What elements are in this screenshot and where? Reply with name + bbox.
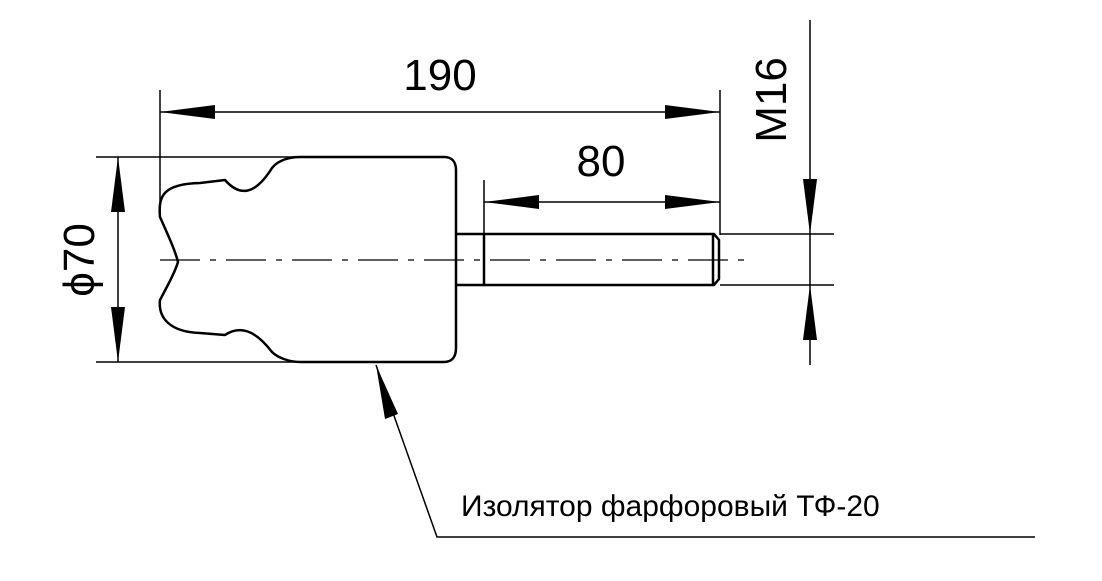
arrow-190-right — [665, 105, 720, 119]
dimension-label-190: 190 — [403, 51, 476, 100]
arrow-70-bottom — [111, 307, 125, 362]
dimension-label-80: 80 — [577, 137, 626, 186]
arrow-m16-top — [803, 179, 817, 234]
leader-arrow — [376, 365, 398, 419]
leader-line — [375, 364, 1035, 538]
stud-neck — [454, 232, 486, 287]
arrow-190-left — [160, 105, 215, 119]
arrow-m16-bottom — [803, 285, 817, 340]
arrow-80-left — [484, 195, 539, 209]
callout-label: Изолятор фарфоровый ТФ-20 — [461, 490, 880, 523]
arrow-80-right — [665, 195, 720, 209]
dimension-label-m16: M16 — [747, 57, 796, 143]
dimension-label-70: ϕ70 — [55, 223, 104, 297]
arrow-70-top — [111, 157, 125, 212]
